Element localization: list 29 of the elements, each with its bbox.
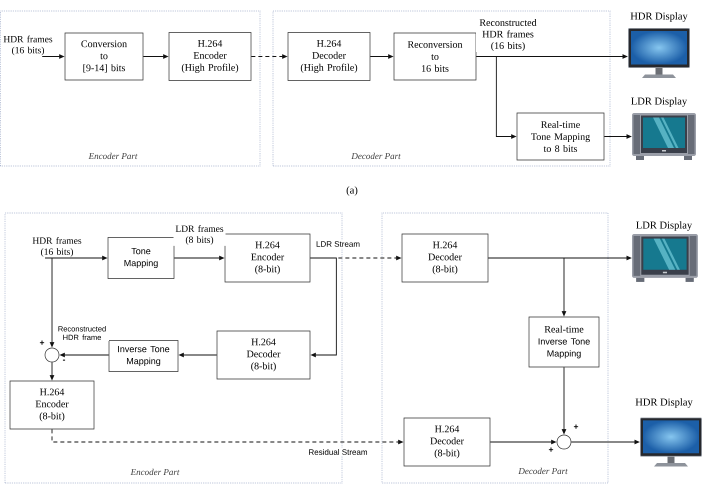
sign-label: + <box>574 424 578 429</box>
process-box: H.264 Decoder (8-bit) <box>404 418 490 466</box>
display-label: HDR Display <box>630 12 688 22</box>
display-label: LDR Display <box>631 97 688 107</box>
process-box: H.264 Encoder (8-bit) <box>10 380 94 430</box>
process-box: H.264 Decoder (High Profile) <box>288 32 370 81</box>
sign-label: - <box>62 360 66 361</box>
process-box: Reconversion to 16 bits <box>394 32 476 80</box>
input-label: HDR frames (16 bits) <box>4 36 52 56</box>
process-box: H.264 Decoder (8-bit) <box>402 234 488 282</box>
edge-label: LDR frames (8 bits) <box>174 224 226 246</box>
sign-label: + <box>548 448 554 452</box>
display-label: LDR Display <box>636 221 692 231</box>
sign-label: + <box>40 340 44 345</box>
edge-label: Reconstructed HDR frames (16 bits) <box>476 18 540 52</box>
display-label: HDR Display <box>636 398 693 408</box>
process-box: Inverse Tone Mapping <box>108 340 178 372</box>
process-box: H.264 Encoder (High Profile) <box>168 32 252 81</box>
edge-label: LDR Stream <box>315 240 361 248</box>
panel-label: (a) <box>346 186 358 196</box>
arrow <box>310 258 337 358</box>
process-box: Tone Mapping <box>108 237 174 279</box>
process-box: H.264 Decoder (8-bit) <box>216 330 310 380</box>
input-label: HDR frames (16 bits) <box>32 237 82 257</box>
edge-label: Residual Stream <box>307 448 369 456</box>
process-box: Real-time Inverse Tone Mapping <box>528 316 600 368</box>
process-box: Real-time Tone Mapping to 8 bits <box>516 112 604 160</box>
process-box: Conversion to [9-14] bits <box>64 32 144 80</box>
process-box: H.264 Encoder (8-bit) <box>224 234 310 282</box>
